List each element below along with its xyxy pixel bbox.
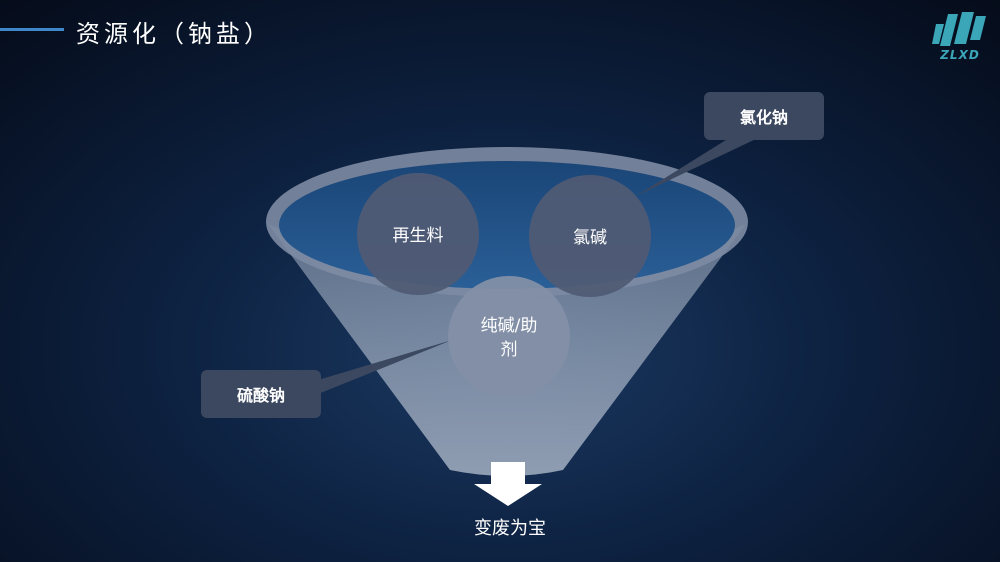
down-arrow-icon	[474, 462, 542, 506]
callout-sodium-chloride: 氯化钠	[704, 92, 824, 140]
result-label: 变废为宝	[474, 518, 546, 539]
callout-pointer-top-right	[636, 130, 758, 196]
bubble-chlor-alkali	[529, 175, 651, 297]
callout-pointer-left	[318, 340, 452, 394]
logo-text: ZLXD	[940, 48, 980, 62]
logo-icon	[932, 12, 986, 46]
bubble-label-soda-ash: 纯碱/助 剂	[480, 316, 538, 360]
bubble-soda-ash	[448, 276, 570, 398]
title-accent-line	[0, 28, 64, 31]
page-title: 资源化（钠盐）	[76, 20, 272, 48]
callout-sodium-sulfate: 硫酸钠	[201, 370, 321, 418]
bubble-recycled-material	[357, 173, 479, 295]
bubble-label-chlor-alkali: 氯碱	[573, 228, 607, 248]
bubble-label-recycled-material: 再生料	[392, 226, 444, 246]
